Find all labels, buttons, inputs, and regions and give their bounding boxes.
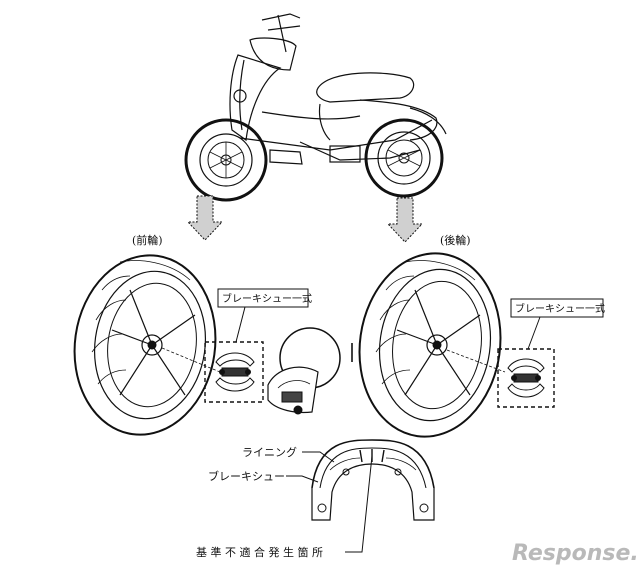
front-brake-set-label: ブレーキシュー一式 — [222, 292, 312, 305]
brake-shoe-label: ブレーキシュー — [208, 469, 285, 483]
response-watermark: Response. — [512, 541, 639, 566]
rear-brake-set-label: ブレーキシュー一式 — [515, 302, 605, 315]
front-tire-drawing — [73, 254, 221, 436]
rear-tire-drawing — [358, 252, 506, 438]
rear-brake-shoe-set — [497, 348, 555, 408]
lining-label: ライニング — [242, 445, 297, 459]
front-zoom-detail — [267, 327, 341, 415]
front-brake-callout: ブレーキシュー一式 — [217, 288, 312, 343]
brake-shoe-closeup — [311, 439, 435, 521]
closeup-leaders — [286, 451, 373, 553]
rear-wheel-label: (後輪) — [440, 233, 471, 247]
rear-down-arrow — [386, 197, 424, 243]
defect-location-label: 基 準 不 適 合 発 生 箇 所 — [196, 545, 323, 559]
rear-brake-callout: ブレーキシュー一式 — [510, 298, 605, 350]
scooter-rear-wheel — [364, 118, 444, 198]
front-down-arrow — [186, 195, 224, 241]
scooter-front-wheel — [184, 118, 268, 202]
front-wheel-label: (前輪) — [132, 233, 163, 247]
front-brake-shoe-set — [204, 341, 264, 403]
